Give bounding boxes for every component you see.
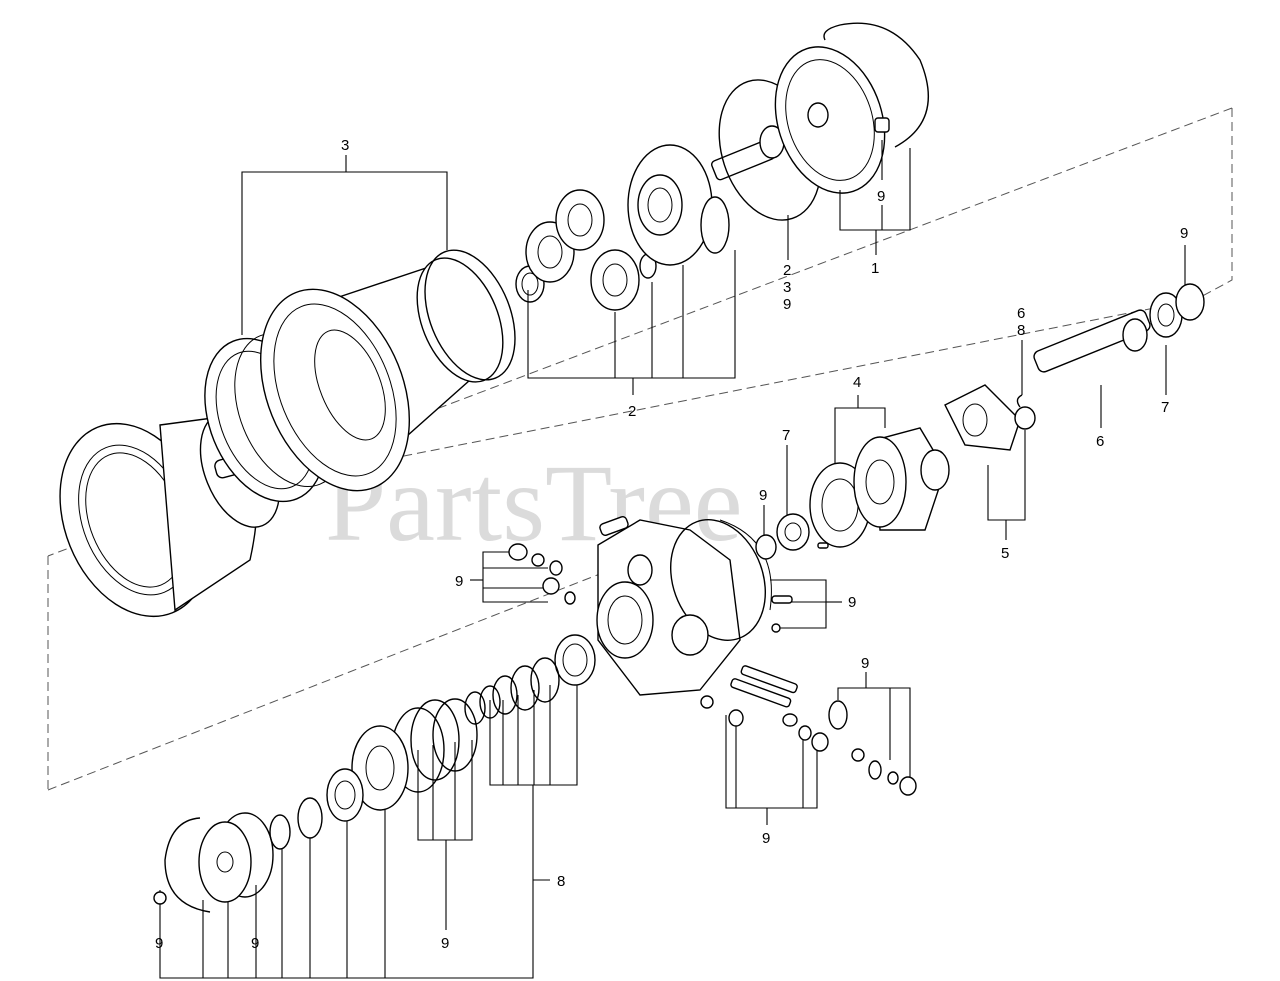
callout-6a: 6 [1017,305,1025,322]
housing-o-ring [424,249,516,381]
callout-9d: 9 [759,487,767,504]
callout-9h: 9 [762,830,770,847]
callout-1: 1 [871,260,879,277]
sun-gear-shaft [711,125,785,181]
callout-9e: 9 [455,573,463,590]
output-shaft-assembly [1016,283,1205,408]
callout-9b: 9 [877,188,885,205]
callout-9k: 9 [251,935,259,952]
pressure-plate-stack [153,634,596,913]
planet-carrier [627,144,730,266]
port-fittings-left [508,543,576,605]
callout-7b: 7 [782,427,790,444]
planet-gear-set [515,189,657,311]
callout-9g: 9 [861,655,869,672]
callout-6b: 6 [1096,433,1104,450]
ring-gear-housing [259,257,504,492]
callout-leaders [159,140,1186,979]
callout-3: 3 [341,137,349,154]
callout-9f: 9 [848,594,856,611]
callout-7a: 7 [1161,399,1169,416]
callout-9i: 9 [441,935,449,952]
callout-4: 4 [853,374,861,391]
bearings-7-9 [755,513,829,560]
swashplate [944,384,1036,451]
callout-2: 2 [628,403,636,420]
cylinder-barrel [809,427,950,548]
callout-9c: 9 [1180,225,1188,242]
dowel-pins [771,595,793,633]
valve-spools [700,665,917,796]
motor-housing-block [596,516,772,696]
callout-5: 5 [1001,545,1009,562]
callout-9a: 9 [783,296,791,313]
callout-3b: 3 [783,279,791,296]
callout-8a: 8 [1017,322,1025,339]
callout-2b: 2 [783,262,791,279]
callout-9j: 9 [155,935,163,952]
callout-8b: 8 [557,873,565,890]
cover-plate [774,46,890,194]
callout-labels: 3 2 2 3 9 9 1 9 6 8 6 7 4 5 7 9 9 9 9 9 … [155,137,1188,952]
retaining-ring [823,22,929,148]
